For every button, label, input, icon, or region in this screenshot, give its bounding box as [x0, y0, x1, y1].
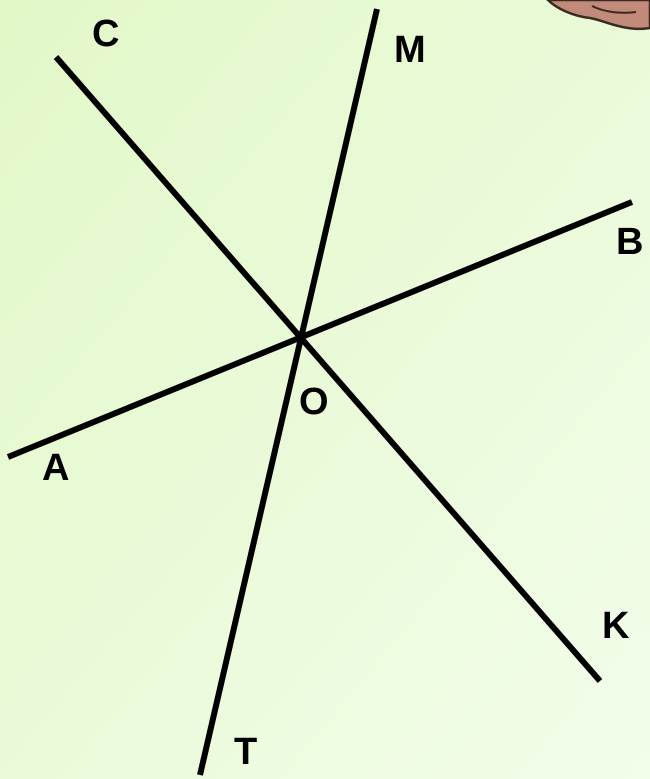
label-a: A	[42, 447, 69, 489]
label-k: K	[602, 605, 630, 647]
line-ck	[53, 55, 603, 683]
label-t: T	[234, 731, 257, 773]
line-ab	[6, 199, 634, 460]
label-o: O	[299, 381, 329, 423]
label-b: B	[616, 221, 643, 263]
line-mt	[197, 8, 380, 776]
label-c: C	[92, 13, 119, 55]
corner-decoration-shape	[546, 0, 650, 31]
label-m: M	[394, 29, 426, 71]
